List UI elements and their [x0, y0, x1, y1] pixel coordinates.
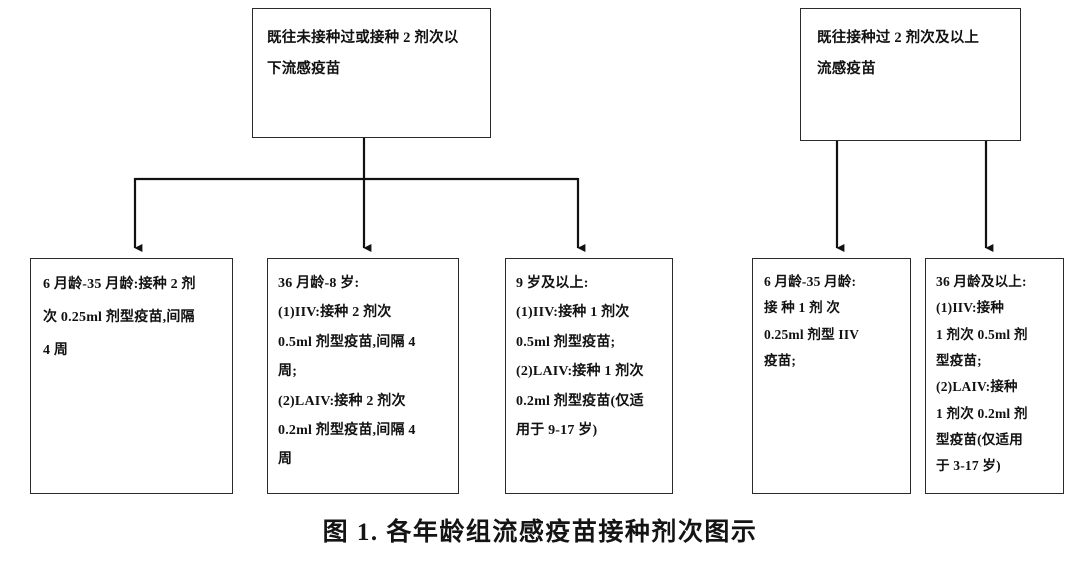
node-age-36m-and-above[interactable]: 36 月龄及以上: (1)IIV:接种 1 剂次 0.5ml 剂 型疫苗; (2…: [925, 258, 1064, 494]
node-line: 1 剂次 0.5ml 剂: [936, 326, 1028, 342]
node-line: 疫苗;: [764, 352, 797, 368]
node-line: 9 岁及以上:: [516, 276, 589, 291]
figure-caption: 图 1. 各年龄组流感疫苗接种剂次图示: [322, 519, 758, 546]
node-line: (1)IIV:接种 1 剂次: [516, 305, 630, 321]
node-line: (2)LAIV:接种: [936, 379, 1018, 395]
node-line: (2)LAIV:接种 2 剂次: [278, 393, 406, 409]
node-line: (1)IIV:接种: [936, 300, 1005, 316]
node-previous-2-or-more-doses[interactable]: 既往接种过 2 剂次及以上 流感疫苗: [800, 8, 1021, 141]
node-line: 0.5ml 剂型疫苗,间隔 4: [278, 334, 416, 350]
node-line: (1)IIV:接种 2 剂次: [278, 305, 392, 321]
node-line: 0.2ml 剂型疫苗,间隔 4: [278, 422, 416, 438]
node-line: 接 种 1 剂 次: [764, 300, 841, 316]
node-line: 周;: [278, 364, 298, 380]
node-line: 周: [278, 452, 293, 468]
node-line: 于 3-17 岁): [936, 458, 1001, 474]
node-line: 型疫苗;: [936, 352, 982, 368]
node-age-9y-and-above[interactable]: 9 岁及以上: (1)IIV:接种 1 剂次 0.5ml 剂型疫苗; (2)LA…: [505, 258, 673, 494]
node-age-36m-to-8y[interactable]: 36 月龄-8 岁: (1)IIV:接种 2 剂次 0.5ml 剂型疫苗,间隔 …: [267, 258, 459, 494]
node-line: 流感疫苗: [817, 61, 876, 78]
node-line: 用于 9-17 岁): [516, 422, 598, 438]
node-line: 既往接种过 2 剂次及以上: [817, 30, 980, 46]
node-line: 0.2ml 剂型疫苗(仅适: [516, 393, 644, 409]
node-line: 4 周: [43, 342, 69, 358]
node-line: 型疫苗(仅适用: [936, 431, 1023, 447]
node-line: (2)LAIV:接种 1 剂次: [516, 364, 644, 380]
node-line: 36 月龄及以上:: [936, 274, 1027, 289]
node-line: 0.5ml 剂型疫苗;: [516, 334, 616, 350]
node-line: 36 月龄-8 岁:: [278, 276, 360, 291]
node-line: 1 剂次 0.2ml 剂: [936, 405, 1028, 421]
node-line: 0.25ml 剂型 IIV: [764, 326, 860, 342]
node-line: 次 0.25ml 剂型疫苗,间隔: [43, 309, 195, 325]
node-line: 6 月龄-35 月龄:接种 2 剂: [43, 277, 196, 292]
node-previous-none-or-less-than-2-doses[interactable]: 既往未接种过或接种 2 剂次以 下流感疫苗: [252, 8, 491, 138]
node-line: 既往未接种过或接种 2 剂次以: [267, 30, 459, 46]
node-age-6m-to-35m-two-doses[interactable]: 6 月龄-35 月龄:接种 2 剂 次 0.25ml 剂型疫苗,间隔 4 周: [30, 258, 233, 494]
node-line: 下流感疫苗: [267, 61, 341, 78]
node-age-6m-to-35m-one-dose[interactable]: 6 月龄-35 月龄: 接 种 1 剂 次 0.25ml 剂型 IIV 疫苗;: [752, 258, 911, 494]
node-line: 6 月龄-35 月龄:: [764, 274, 857, 289]
